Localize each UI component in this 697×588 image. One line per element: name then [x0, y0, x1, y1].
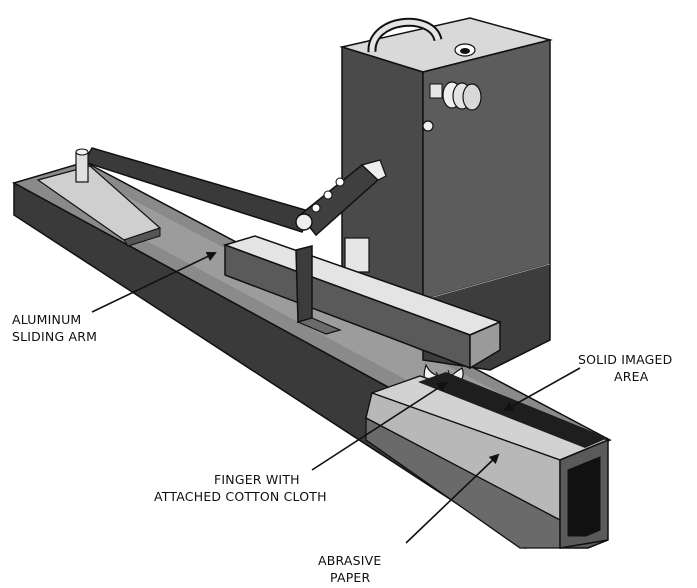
- label-finger-2: ATTACHED COTTON CLOTH: [154, 489, 327, 504]
- leader-lines: [91, 251, 581, 544]
- sample-channel: [365, 372, 610, 549]
- leader-solid-imaged-area: [503, 367, 581, 411]
- link-arm: [75, 147, 387, 237]
- leader-abrasive-paper: [405, 453, 500, 544]
- label-sliding-arm-1: ALUMINUM: [12, 312, 81, 327]
- leader-sliding-arm: [91, 251, 217, 313]
- label-sliding-arm-2: SLIDING ARM: [12, 329, 97, 344]
- labels: ALUMINUM SLIDING ARM SOLID IMAGED AREA F…: [12, 312, 672, 585]
- label-abrasive-paper-2: PAPER: [330, 570, 371, 585]
- label-abrasive-paper-1: ABRASIVE: [318, 553, 382, 568]
- leader-finger: [311, 381, 448, 471]
- label-solid-imaged-1: SOLID IMAGED: [578, 352, 672, 367]
- sliding-arm: [222, 235, 503, 370]
- label-solid-imaged-2: AREA: [614, 369, 649, 384]
- label-finger-1: FINGER WITH: [214, 472, 300, 487]
